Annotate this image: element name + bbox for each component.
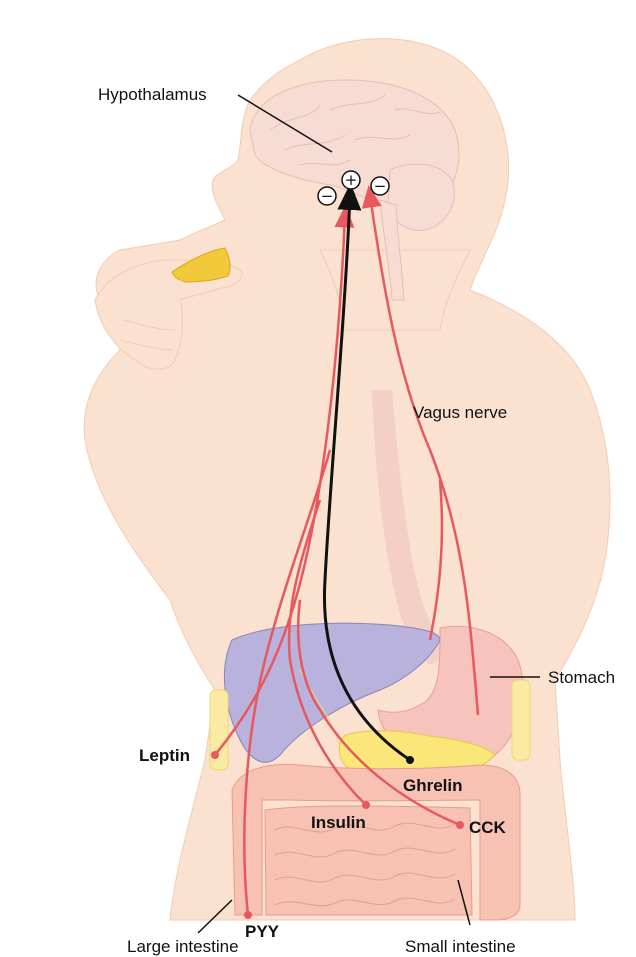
cck-label: CCK xyxy=(469,818,507,837)
small-intestine xyxy=(265,806,472,915)
insulin-label: Insulin xyxy=(311,813,366,832)
leptin-label: Leptin xyxy=(139,746,190,765)
stimulate-symbol: + xyxy=(345,171,358,189)
pyy-dot xyxy=(244,911,252,919)
cck-dot xyxy=(456,821,464,829)
insulin-dot xyxy=(362,801,370,809)
vagus-nerve-label: Vagus nerve xyxy=(413,403,507,422)
leptin-dot xyxy=(211,751,219,759)
inhibit-left-symbol: − xyxy=(321,187,334,205)
stomach-label: Stomach xyxy=(548,668,615,687)
small-intestine-label: Small intestine xyxy=(405,937,516,956)
ghrelin-label: Ghrelin xyxy=(403,776,463,795)
pyy-label: PYY xyxy=(245,922,280,941)
hypothalamus-label: Hypothalamus xyxy=(98,85,207,104)
large-intestine-label: Large intestine xyxy=(127,937,239,956)
side-tissue-right xyxy=(512,680,530,760)
inhibit-right-symbol: − xyxy=(374,177,387,195)
ghrelin-dot xyxy=(406,756,414,764)
